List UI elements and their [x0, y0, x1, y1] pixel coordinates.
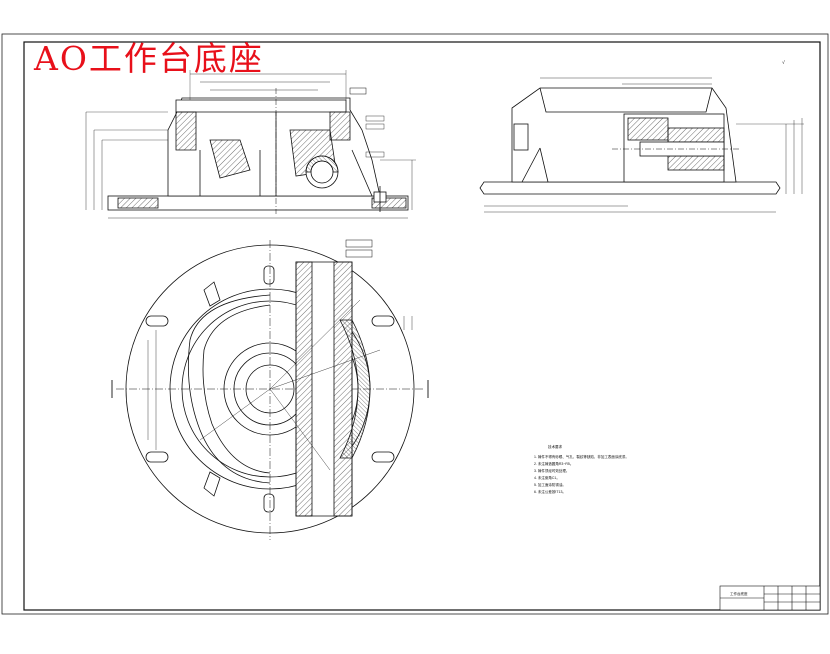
title-block-part-name: 工作台底座 — [730, 591, 748, 596]
inner-border — [23, 41, 821, 611]
notes-heading: 技术要求 — [548, 444, 562, 449]
notes-line: 3. 铸件须经时效处理。 — [534, 468, 569, 473]
notes-line: 2. 未注铸造圆角R3~R5。 — [534, 461, 573, 466]
technical-notes: 技术要求 1. 铸件不得有砂眼、气孔、裂纹等缺陷，非加工表面涂底漆。 2. 未注… — [534, 444, 629, 494]
drawing-title-overlay: AO工作台底座 — [34, 39, 264, 78]
notes-line: 1. 铸件不得有砂眼、气孔、裂纹等缺陷，非加工表面涂底漆。 — [534, 454, 629, 459]
outer-frame — [1, 33, 829, 615]
notes-line: 5. 加工面涂防锈油。 — [534, 482, 566, 487]
notes-line: 6. 未注公差按IT13。 — [534, 489, 566, 494]
title-block — [719, 585, 821, 611]
side-view — [479, 77, 804, 213]
notes-line: 4. 未注倒角C1。 — [534, 475, 560, 480]
plan-view — [111, 239, 429, 540]
front-section-view — [85, 70, 416, 219]
surface-finish-mark: √ — [782, 60, 785, 66]
